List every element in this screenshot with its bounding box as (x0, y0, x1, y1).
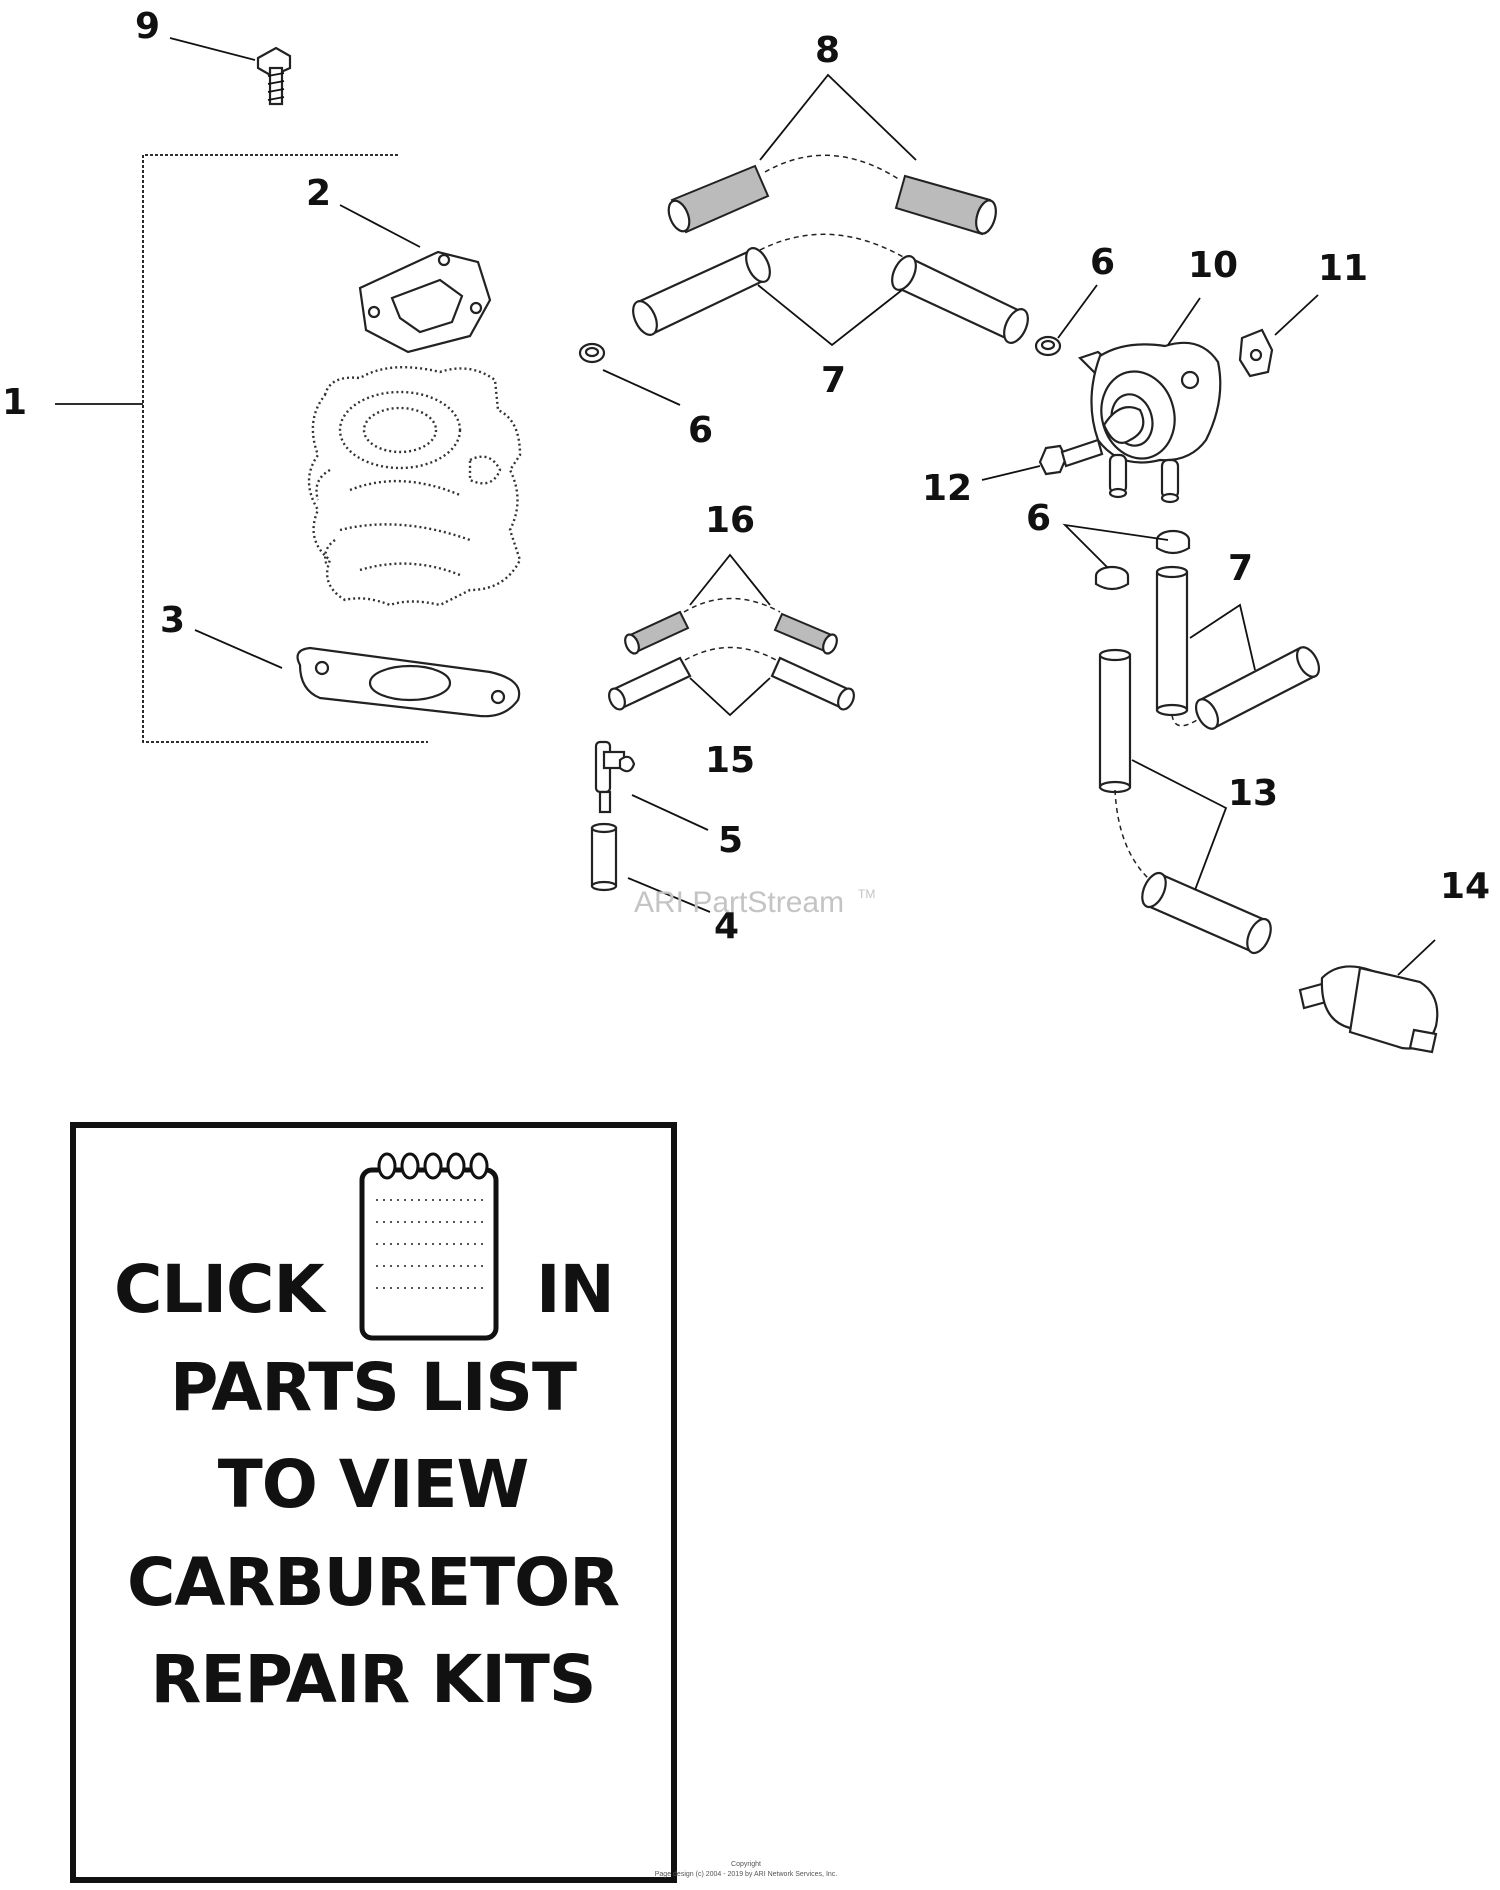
notepad-icon[interactable] (359, 1152, 499, 1341)
callout-6b-label: 6 (1090, 242, 1115, 283)
callout-1[interactable]: 1 (2, 382, 27, 423)
kit-line4: CARBURETOR (127, 1544, 619, 1621)
callout-8[interactable]: 8 (815, 30, 840, 71)
callout-5[interactable]: 5 (718, 820, 743, 861)
callout-14-label: 14 (1440, 866, 1490, 907)
leader-15 (689, 677, 771, 717)
kit-line1-right: IN (536, 1251, 614, 1328)
leader-13 (1131, 759, 1228, 891)
small-screen-left-part[interactable] (622, 610, 690, 656)
carburetor-part[interactable] (307, 366, 522, 607)
small-hose-right-part[interactable] (770, 656, 857, 712)
callout-7b-label: 7 (1228, 548, 1253, 589)
callout-2-label: 2 (306, 173, 331, 214)
callout-6c[interactable]: 6 (1026, 498, 1051, 539)
repair-kit-box[interactable]: CLICK IN PARTS LIST TO VIEW CARBURETOR (70, 1122, 677, 1883)
leader-11 (1274, 294, 1319, 336)
callout-16[interactable]: 16 (705, 500, 755, 541)
fuel-pump-part[interactable] (1077, 341, 1222, 504)
callout-6c-label: 6 (1026, 498, 1051, 539)
callout-10[interactable]: 10 (1188, 245, 1238, 286)
fitting-hose-part[interactable] (590, 822, 618, 892)
callout-2[interactable]: 2 (306, 173, 331, 214)
fuel-fitting-part[interactable] (594, 740, 636, 814)
fuel-filter-part[interactable] (1298, 965, 1439, 1054)
lower-gasket-part[interactable] (296, 646, 521, 718)
leader-8 (759, 73, 917, 161)
callout-15-label: 15 (705, 740, 755, 781)
callout-8-label: 8 (815, 30, 840, 71)
upper-gasket-part[interactable] (358, 250, 492, 354)
clip-part[interactable] (1238, 328, 1274, 378)
callout-4[interactable]: 4 (714, 906, 739, 947)
clamp-lower-b-part[interactable] (1094, 565, 1130, 591)
callout-12-label: 12 (922, 468, 972, 509)
hose-left-part[interactable] (628, 244, 774, 338)
small-hose-left-part[interactable] (606, 656, 692, 712)
leader-16 (689, 553, 771, 606)
clamp-right-part[interactable] (1034, 335, 1062, 357)
watermark: ARI PartStream (634, 886, 844, 919)
leader-4 (627, 877, 711, 913)
leader-9 (169, 37, 256, 61)
leader-12 (981, 465, 1041, 481)
fuel-line-vertical-part[interactable] (1098, 648, 1132, 794)
leader-5 (631, 794, 709, 831)
callout-13[interactable]: 13 (1228, 773, 1278, 814)
callout-6a-label: 6 (688, 410, 713, 451)
screen-right-part[interactable] (894, 174, 999, 236)
copyright-line1: Copyright (731, 1861, 761, 1868)
kit-line2: PARTS LIST (170, 1349, 577, 1426)
assembly-bracket (142, 154, 428, 743)
hose-right-part[interactable] (887, 252, 1032, 346)
small-screen-right-part[interactable] (773, 612, 840, 656)
callout-13-label: 13 (1228, 773, 1278, 814)
kit-line3: TO VIEW (218, 1446, 529, 1523)
bolt-part[interactable] (1038, 438, 1104, 476)
clamp-lower-a-part[interactable] (1155, 529, 1191, 555)
screen-left-part[interactable] (665, 164, 770, 234)
fuel-line-angled-part[interactable] (1138, 869, 1276, 956)
leader-14 (1397, 939, 1436, 976)
hose-vertical-part[interactable] (1155, 565, 1189, 717)
kit-line5: REPAIR KITS (151, 1641, 596, 1718)
leader-7a (757, 284, 903, 347)
callout-9-label: 9 (135, 6, 160, 47)
leader-7b (1189, 603, 1256, 671)
callout-3[interactable]: 3 (160, 600, 185, 641)
callout-4-label: 4 (714, 906, 739, 947)
callout-14[interactable]: 14 (1440, 866, 1490, 907)
leader-6c (1062, 523, 1169, 569)
clamp-left-part[interactable] (578, 342, 606, 364)
callout-7a[interactable]: 7 (821, 360, 846, 401)
callout-11[interactable]: 11 (1318, 248, 1368, 289)
callout-3-label: 3 (160, 600, 185, 641)
callout-5-label: 5 (718, 820, 743, 861)
callout-7a-label: 7 (821, 360, 846, 401)
leader-6b (1057, 284, 1098, 339)
callout-7b[interactable]: 7 (1228, 548, 1253, 589)
callout-16-label: 16 (705, 500, 755, 541)
leader-3 (194, 629, 283, 669)
kit-line1-left: CLICK (114, 1251, 327, 1328)
callout-6b[interactable]: 6 (1090, 242, 1115, 283)
hose-angled-part[interactable] (1192, 644, 1324, 733)
screw-part[interactable] (256, 46, 292, 106)
callout-10-label: 10 (1188, 245, 1238, 286)
callout-11-label: 11 (1318, 248, 1368, 289)
leader-10 (1167, 297, 1201, 346)
callout-6a[interactable]: 6 (688, 410, 713, 451)
copyright-line2: Page design (c) 2004 - 2019 by ARI Netwo… (655, 1871, 838, 1878)
watermark-tm: TM (858, 887, 875, 901)
callout-9[interactable]: 9 (135, 6, 160, 47)
callout-1-label: 1 (2, 382, 27, 423)
leader-2 (339, 204, 421, 248)
leader-6a (602, 369, 681, 406)
callout-12[interactable]: 12 (922, 468, 972, 509)
callout-15[interactable]: 15 (705, 740, 755, 781)
